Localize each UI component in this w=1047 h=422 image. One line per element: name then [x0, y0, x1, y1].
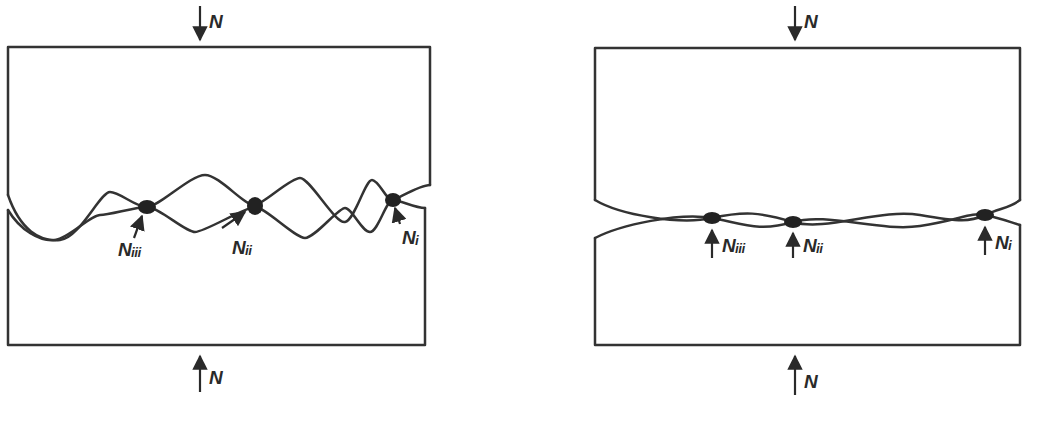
load-arrow — [199, 6, 201, 40]
lower-body — [8, 208, 425, 345]
load-arrow — [199, 356, 201, 392]
contact-spot — [703, 212, 721, 224]
upper-body — [595, 48, 1020, 200]
load-label: N — [804, 372, 818, 391]
contact-spot — [784, 216, 802, 228]
force-arrow — [984, 227, 986, 255]
contact-force-label: Nᵢᵢ — [803, 236, 823, 255]
contact-force-label: Nᵢ — [995, 233, 1012, 252]
contact-force-label: Nᵢᵢᵢ — [118, 240, 141, 259]
load-label: N — [804, 12, 818, 31]
load-arrow — [794, 356, 796, 395]
upper-body — [8, 47, 430, 195]
load-label: N — [209, 12, 223, 31]
contact-force-label: Nᵢ — [402, 228, 419, 247]
force-arrow — [711, 230, 713, 258]
force-arrow — [395, 208, 400, 224]
force-arrow — [222, 212, 245, 228]
contact-spot — [247, 197, 263, 215]
contact-force-label: Nᵢᵢᵢ — [722, 236, 745, 255]
contact-spot — [385, 193, 401, 207]
load-arrow — [794, 6, 796, 40]
upper-surface — [8, 175, 430, 240]
lower-surface — [8, 200, 425, 240]
contact-spot — [138, 200, 156, 214]
force-arrow — [792, 233, 794, 258]
upper-surface — [595, 200, 1020, 224]
load-label: N — [209, 368, 223, 387]
force-arrow — [134, 216, 142, 238]
contact-force-label: Nᵢᵢ — [232, 238, 252, 257]
lower-surface — [595, 214, 1020, 238]
lower-body — [595, 225, 1020, 345]
contact-spot — [976, 209, 994, 221]
